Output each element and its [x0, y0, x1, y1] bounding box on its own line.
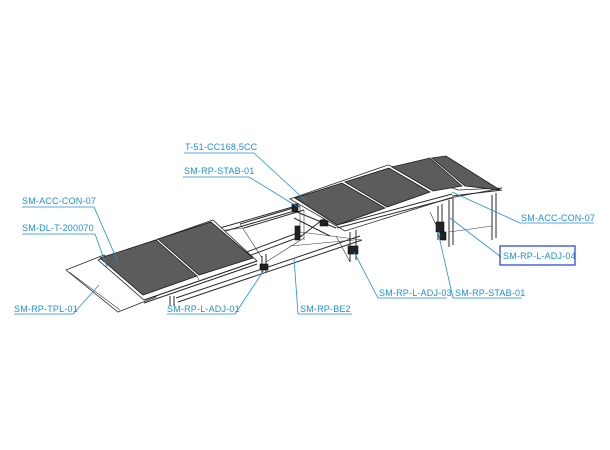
label-stab-bottom: SM-RP-STAB-01 — [455, 288, 525, 298]
label-adj01: SM-RP-L-ADJ-01 — [167, 304, 240, 314]
label-adj04: SM-RP-L-ADJ-04 — [503, 251, 576, 261]
highlight-box — [499, 245, 576, 266]
label-be2: SM-RP-BE2 — [300, 304, 351, 314]
label-adj03: SM-RP-L-ADJ-03 — [379, 288, 452, 298]
lower-ramp-deck — [97, 219, 258, 304]
label-t51: T-51-CC168,5CC — [185, 142, 258, 152]
label-acc-con-left: SM-ACC-CON-07 — [22, 196, 96, 206]
callout-labels: T-51-CC168,5CC SM-RP-STAB-01 SM-ACC-CON-… — [14, 142, 595, 314]
label-stab-top: SM-RP-STAB-01 — [184, 166, 254, 176]
platform-legs — [448, 193, 497, 247]
label-acc-con-right: SM-ACC-CON-07 — [521, 213, 595, 223]
transition-plate — [65, 254, 157, 313]
callout-leaders — [14, 152, 594, 315]
label-tpl: SM-RP-TPL-01 — [14, 304, 78, 314]
ramp-structure — [65, 155, 503, 313]
label-dl-t: SM-DL-T-200070 — [22, 223, 94, 233]
upper-platform-deck — [289, 155, 503, 232]
